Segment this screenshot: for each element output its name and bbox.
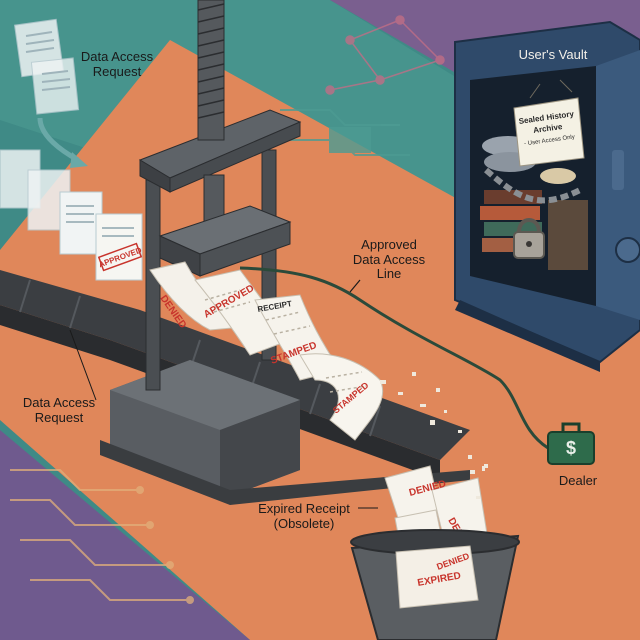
document-stack: APPROVED — [0, 149, 143, 281]
label-approved-data-access-line: Approved Data Access Line — [334, 237, 444, 282]
label-line: Data Access — [352, 251, 426, 267]
approved-line-leader — [349, 279, 361, 293]
background-purple-bottom — [0, 430, 250, 640]
label-dealer: Dealer — [558, 473, 598, 488]
receipt-strips: DENIED APPROVED RECEIPT STAMPED STAMPED — [149, 261, 384, 441]
network-nodes — [325, 15, 445, 95]
label-line: Request — [92, 63, 142, 79]
label-line: (Obsolete) — [273, 515, 335, 531]
label-expired-receipt: Expired Receipt (Obsolete) — [244, 501, 364, 531]
vault-archive-tag — [513, 97, 585, 167]
circuit-traces-top — [280, 109, 410, 156]
label-line: Request — [34, 409, 84, 425]
svg-text:$: $ — [566, 438, 576, 458]
request-bottom-leader — [69, 329, 97, 401]
label-line: Data Access — [80, 49, 154, 64]
circuit-traces-left — [10, 469, 194, 604]
label-line: Line — [376, 266, 402, 282]
label-line: Approved — [361, 237, 417, 252]
press-frame — [138, 0, 302, 391]
users-vault: Sealed History Archive - User Access Onl… — [454, 20, 640, 372]
label-data-access-request-bottom: Data Access Request — [14, 395, 104, 425]
vault-tag-line-2: Archive — [533, 122, 564, 135]
shred-particles — [380, 372, 485, 471]
dollar-briefcase-icon: $ — [547, 422, 595, 465]
label-data-access-request-top: Data Access Request — [72, 49, 162, 79]
label-line: Expired Receipt — [258, 501, 350, 516]
label-users-vault: User's Vault — [518, 47, 588, 62]
incoming-request-docs — [14, 18, 88, 168]
press-base — [100, 360, 470, 505]
trash-bin: EXPIRED DENIED — [350, 529, 520, 640]
approved-data-line-cable — [239, 266, 549, 450]
label-line: Data Access — [22, 395, 96, 410]
